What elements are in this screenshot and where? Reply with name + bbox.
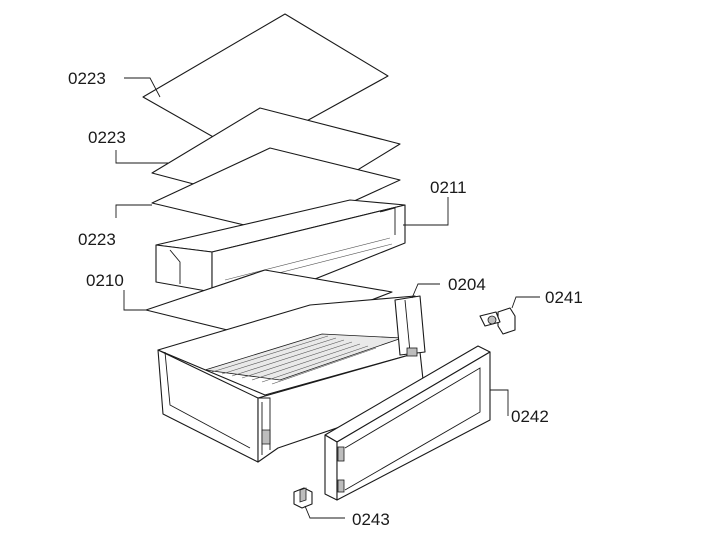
drawer-front-panel (324, 345, 491, 501)
glass-plate-top (142, 13, 389, 156)
part-number-0223-middle: 0223 (88, 128, 126, 147)
hinge-bracket (293, 487, 313, 509)
part-number-0223-top: 0223 (68, 69, 106, 88)
part-number-0242: 0242 (511, 407, 549, 426)
part-number-0211: 0211 (430, 178, 467, 197)
part-number-0210: 0210 (86, 271, 124, 290)
glass-plate-lower (151, 147, 401, 235)
part-number-0223-lower: 0223 (78, 230, 116, 249)
part-number-0243: 0243 (352, 510, 390, 529)
clip-part (479, 307, 516, 335)
part-number-0204: 0204 (448, 275, 486, 294)
main-drawer-body (157, 295, 426, 463)
part-number-0241: 0241 (545, 288, 583, 307)
